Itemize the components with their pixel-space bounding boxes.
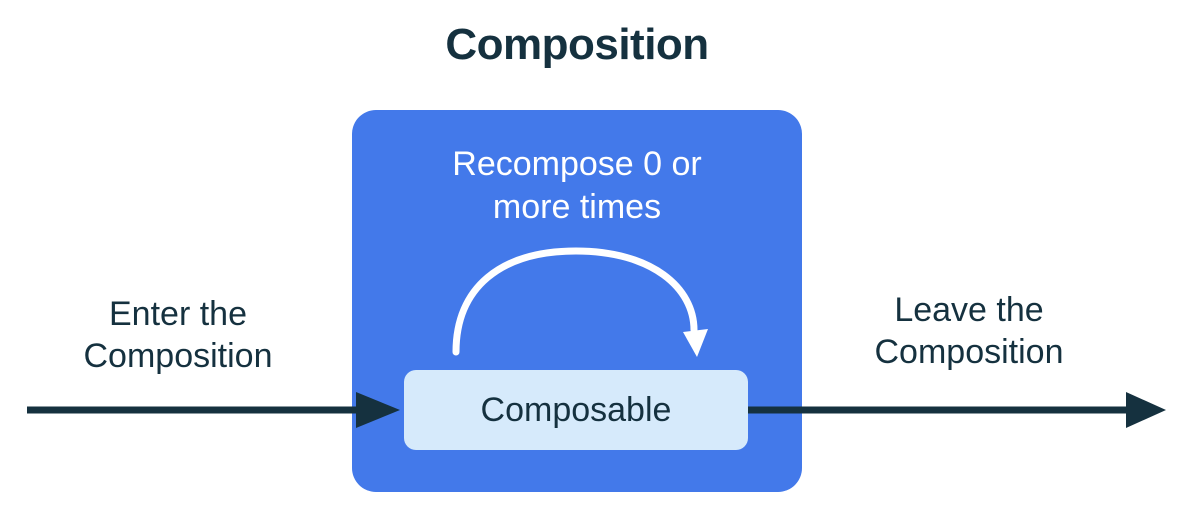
enter-flow-arrow-icon bbox=[27, 392, 400, 428]
recompose-label: Recompose 0 or more times bbox=[452, 145, 702, 226]
leave-flow-arrow-icon bbox=[748, 392, 1166, 428]
composable-box: Composable bbox=[404, 370, 748, 450]
composable-label: Composable bbox=[480, 390, 672, 429]
diagram-title: Composition bbox=[445, 20, 709, 69]
enter-composition-label: Enter the Composition bbox=[83, 295, 273, 375]
leave-composition-label: Leave the Composition bbox=[874, 291, 1064, 371]
